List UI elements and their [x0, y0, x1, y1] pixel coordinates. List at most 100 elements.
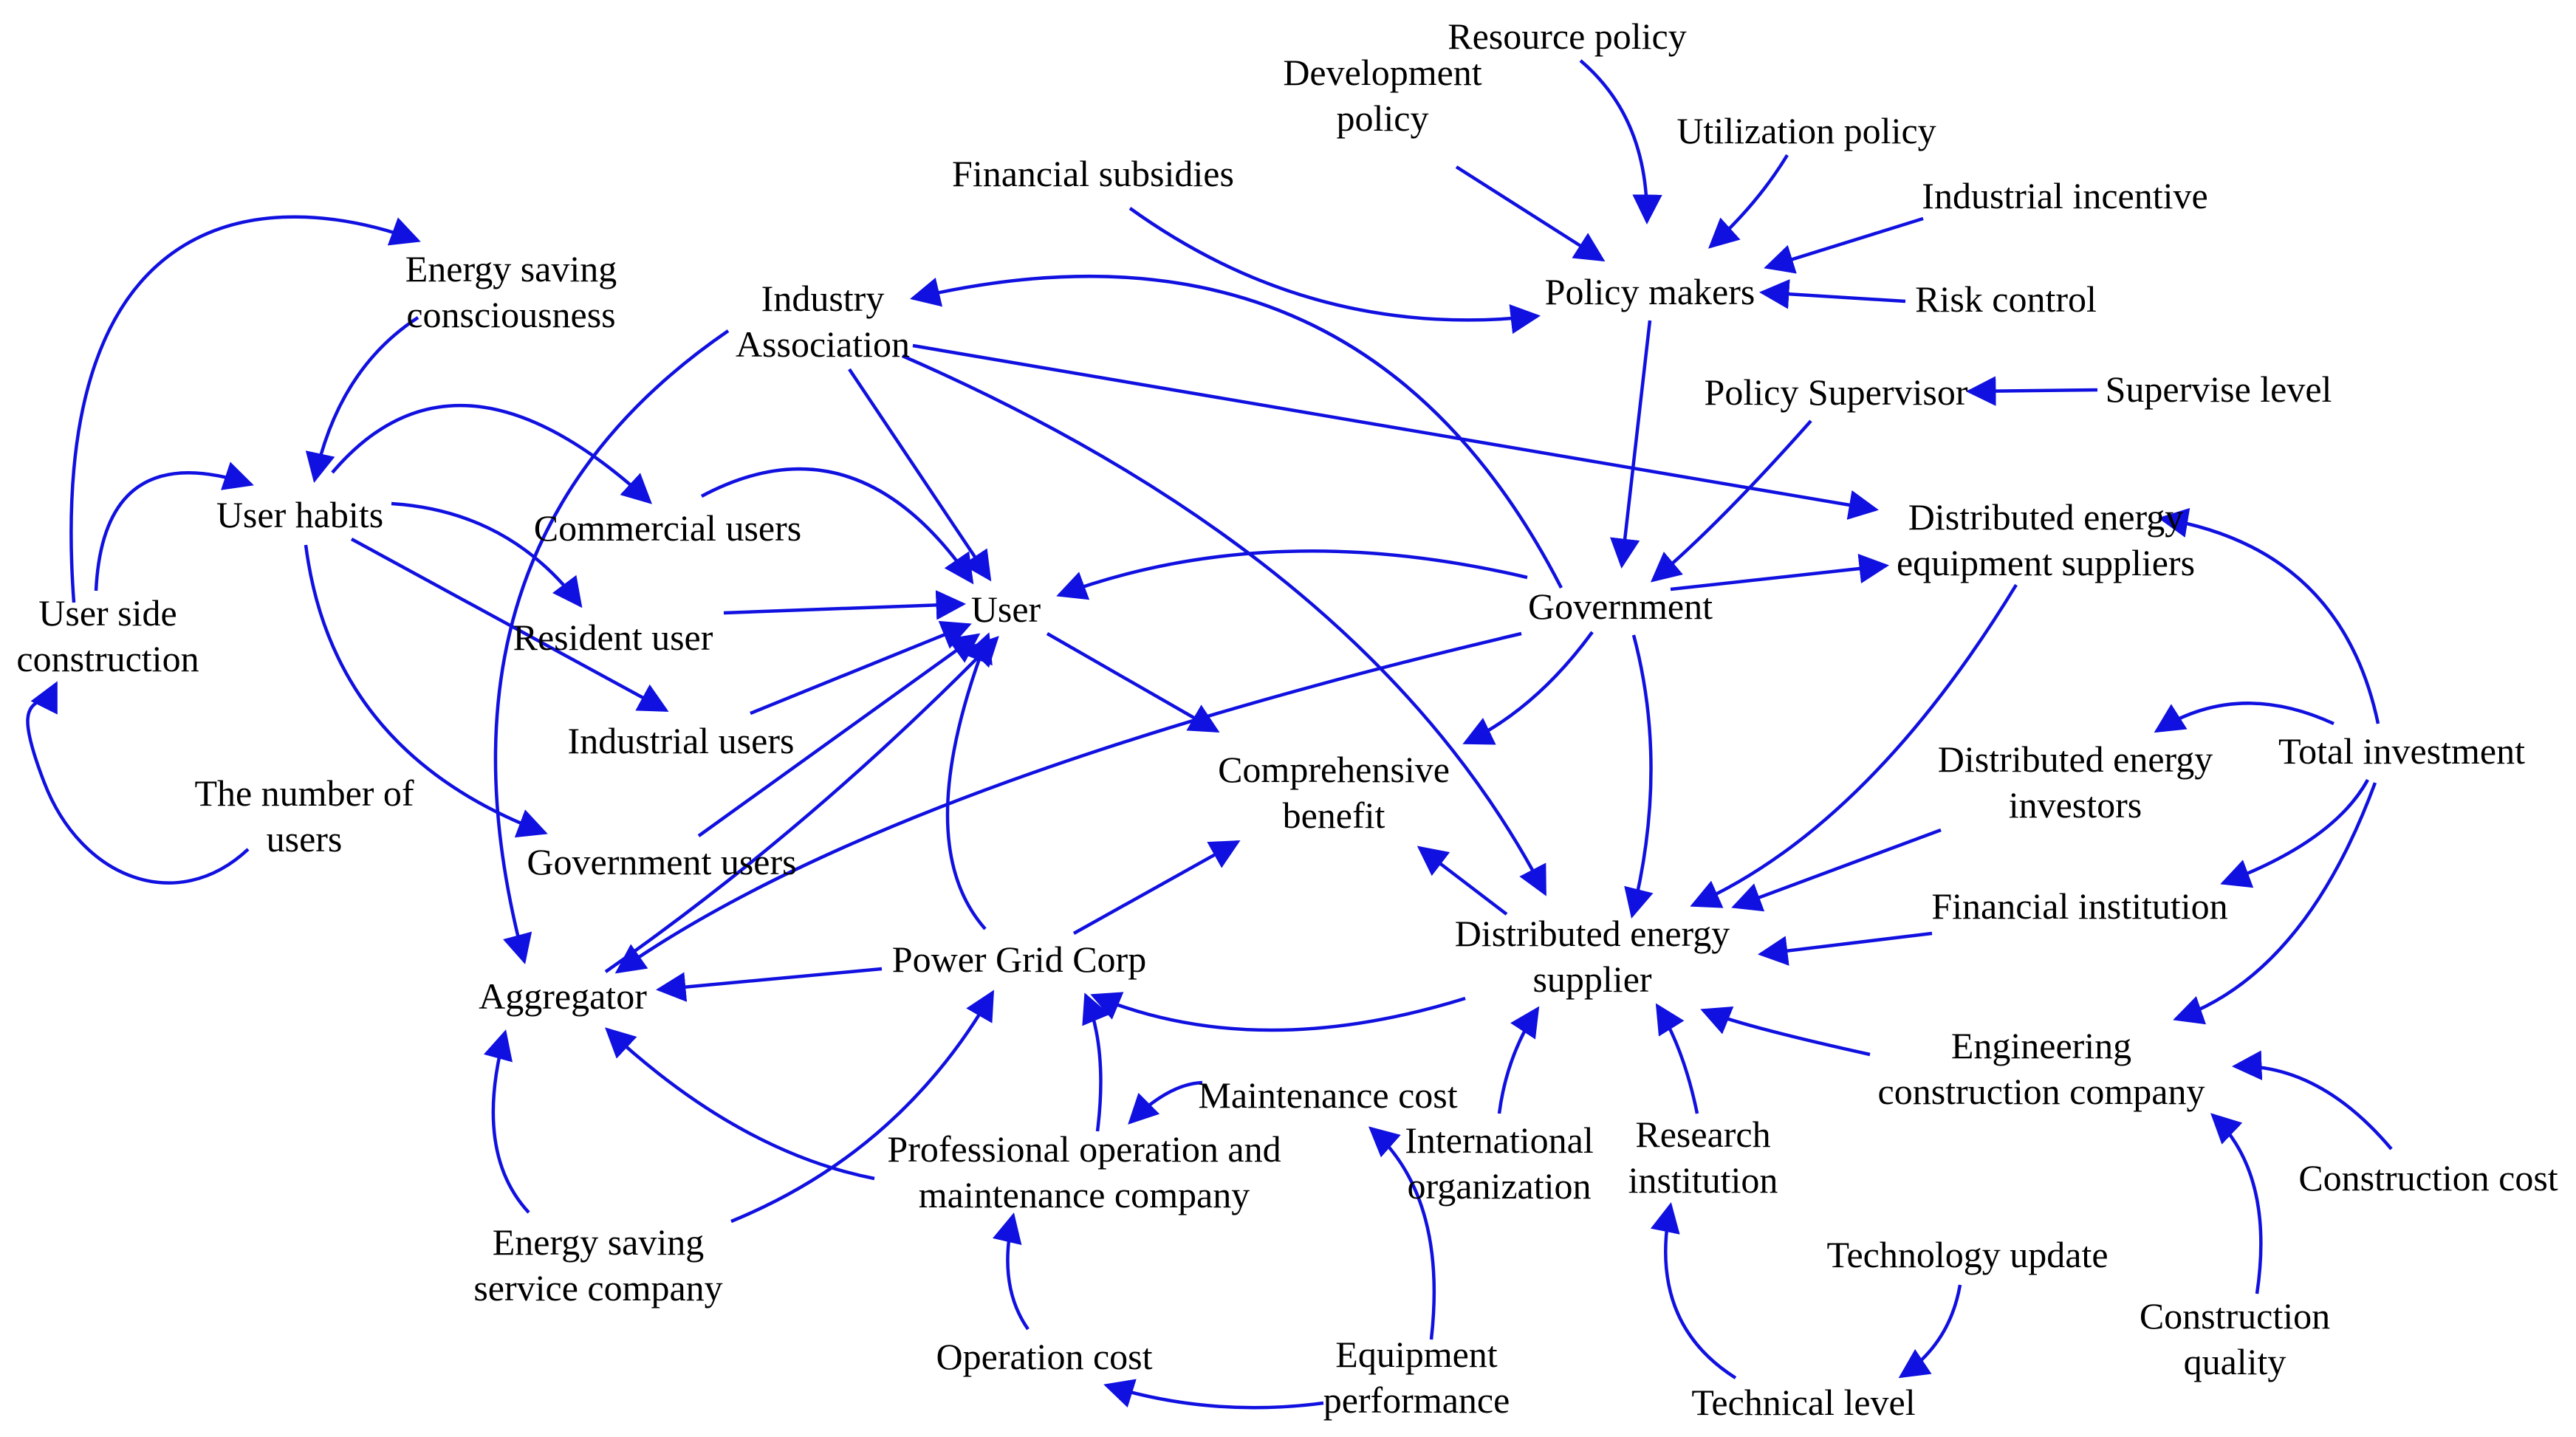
edge-resource-policy-to-policy-makers	[1579, 59, 1662, 225]
edge-international-organization-to-distributed-energy-supplier	[1497, 1006, 1540, 1114]
node-label-international-organization-line-1: International	[1405, 1119, 1593, 1161]
edge-energy-saving-consciousness-to-user-habits	[305, 316, 419, 483]
edge-distributed-energy-supplier-to-power-grid-corp	[1090, 992, 1466, 1032]
node-label-energy-saving-consciousness-line-1: Energy saving	[405, 248, 617, 289]
edge-user-to-comprehensive-benefit	[1046, 632, 1220, 733]
node-label-resident-user-line-1: Resident user	[513, 617, 713, 658]
edge-user-side-construction-to-user-habits	[94, 462, 254, 591]
node-total-investment: Total investment	[2278, 730, 2525, 772]
edge-engineering-construction-company-to-distributed-energy-supplier	[1700, 1006, 1871, 1057]
node-label-equipment-performance-line-1: Equipment	[1335, 1334, 1498, 1375]
edge-professional-om-company-to-power-grid-corp	[1082, 992, 1110, 1132]
edge-development-policy-to-policy-makers	[1455, 165, 1606, 262]
edge-distributed-energy-supplier-to-comprehensive-benefit	[1417, 846, 1508, 916]
node-label-distributed-energy-supplier-line-1: Distributed energy	[1455, 913, 1730, 954]
node-label-user-habits-line-1: User habits	[216, 494, 383, 535]
node-financial-subsidies: Financial subsidies	[952, 153, 1234, 194]
edge-professional-om-company-to-aggregator	[605, 1027, 875, 1181]
node-label-user-side-construction-line-2: construction	[16, 638, 199, 679]
node-commercial-users: Commercial users	[534, 507, 801, 549]
node-label-resource-policy-line-1: Resource policy	[1448, 16, 1687, 57]
node-label-industry-association-line-2: Association	[736, 323, 910, 365]
node-label-government-users-line-1: Government users	[527, 841, 796, 882]
edge-energy-saving-service-company-to-aggregator	[483, 1029, 530, 1214]
node-label-technology-update-line-1: Technology update	[1826, 1234, 2108, 1275]
node-label-energy-saving-service-company-line-2: service company	[473, 1267, 722, 1309]
node-policy-makers: Policy makers	[1545, 271, 1755, 312]
node-label-financial-subsidies-line-1: Financial subsidies	[952, 153, 1234, 194]
edges-layer	[26, 59, 2393, 1410]
node-industrial-incentive: Industrial incentive	[1922, 175, 2207, 216]
node-label-construction-quality-line-1: Construction	[2140, 1295, 2330, 1337]
edge-industry-association-to-user	[848, 368, 992, 582]
edge-industry-association-to-distributed-energy-equipment-suppliers	[912, 343, 1879, 520]
node-label-engineering-construction-company-line-2: construction company	[1878, 1071, 2205, 1112]
edge-government-to-user	[1056, 549, 1528, 600]
node-label-policy-makers-line-1: Policy makers	[1545, 271, 1755, 312]
node-label-commercial-users-line-1: Commercial users	[534, 507, 801, 549]
node-label-user-side-construction-line-1: User side	[38, 592, 177, 634]
edge-industry-association-to-distributed-energy-supplier	[902, 354, 1546, 896]
edge-research-institution-to-distributed-energy-supplier	[1655, 1003, 1699, 1114]
node-label-distributed-energy-investors-line-1: Distributed energy	[1938, 738, 2213, 780]
edge-industrial-users-to-user	[750, 620, 972, 716]
node-label-maintenance-cost-line-1: Maintenance cost	[1198, 1074, 1457, 1116]
edge-commercial-users-to-user	[700, 467, 974, 585]
edge-distributed-energy-equipment-suppliers-to-distributed-energy-supplier	[1690, 583, 2018, 908]
node-label-government-line-1: Government	[1528, 586, 1713, 627]
edge-technology-update-to-technical-level	[1898, 1284, 1962, 1379]
edge-energy-saving-service-company-to-power-grid-corp	[730, 990, 995, 1224]
node-label-policy-supervisor-line-1: Policy Supervisor	[1705, 371, 1968, 413]
node-label-distributed-energy-supplier-line-2: supplier	[1532, 958, 1651, 1000]
node-industrial-users: Industrial users	[568, 720, 795, 761]
node-label-risk-control-line-1: Risk control	[1915, 278, 2097, 320]
node-label-research-institution-line-1: Research	[1635, 1114, 1770, 1155]
edge-total-investment-to-distributed-energy-equipment-suppliers	[2158, 507, 2380, 724]
edge-government-users-to-user	[697, 633, 981, 837]
node-label-distributed-energy-investors-line-2: investors	[2009, 784, 2142, 826]
edge-aggregator-to-user	[604, 636, 999, 973]
node-label-development-policy-line-2: policy	[1337, 97, 1429, 139]
node-label-comprehensive-benefit-line-2: benefit	[1283, 795, 1385, 836]
node-label-comprehensive-benefit-line-1: Comprehensive	[1218, 749, 1450, 790]
node-maintenance-cost: Maintenance cost	[1198, 1074, 1457, 1116]
node-risk-control: Risk control	[1915, 278, 2097, 320]
edge-construction-quality-to-engineering-construction-company	[2210, 1113, 2263, 1294]
edge-construction-cost-to-engineering-construction-company	[2231, 1050, 2393, 1150]
node-label-industrial-users-line-1: Industrial users	[568, 720, 795, 761]
edge-equipment-performance-to-maintenance-cost	[1368, 1126, 1436, 1340]
edge-government-to-comprehensive-benefit	[1462, 631, 1594, 745]
node-operation-cost: Operation cost	[936, 1336, 1153, 1377]
node-label-construction-quality-line-2: quality	[2184, 1341, 2286, 1382]
edge-policy-supervisor-to-government	[1650, 419, 1812, 583]
edge-government-to-aggregator	[614, 631, 1522, 974]
edge-maintenance-cost-to-professional-om-company	[1128, 1080, 1203, 1125]
node-resource-policy: Resource policy	[1448, 16, 1687, 57]
edge-power-grid-corp-to-comprehensive-benefit	[1072, 840, 1241, 935]
node-label-operation-cost-line-1: Operation cost	[936, 1336, 1153, 1377]
node-comprehensive-benefit: Comprehensive benefit	[1218, 749, 1450, 836]
node-power-grid-corp: Power Grid Corp	[892, 939, 1146, 980]
edge-government-to-industry-association	[910, 274, 1563, 589]
edge-total-investment-to-financial-institution	[2220, 778, 2369, 888]
node-label-engineering-construction-company-line-1: Engineering	[1951, 1025, 2131, 1066]
node-aggregator: Aggregator	[479, 975, 647, 1017]
node-label-professional-om-company-line-1: Professional operation and	[887, 1128, 1281, 1170]
edge-total-investment-to-distributed-energy-investors	[2154, 702, 2334, 733]
edge-government-to-distributed-energy-supplier	[1624, 634, 1654, 919]
node-policy-supervisor: Policy Supervisor	[1705, 371, 1968, 413]
edge-financial-subsidies-to-policy-makers	[1128, 207, 1541, 335]
node-user: User	[971, 589, 1041, 630]
node-label-financial-institution-line-1: Financial institution	[1931, 885, 2227, 927]
